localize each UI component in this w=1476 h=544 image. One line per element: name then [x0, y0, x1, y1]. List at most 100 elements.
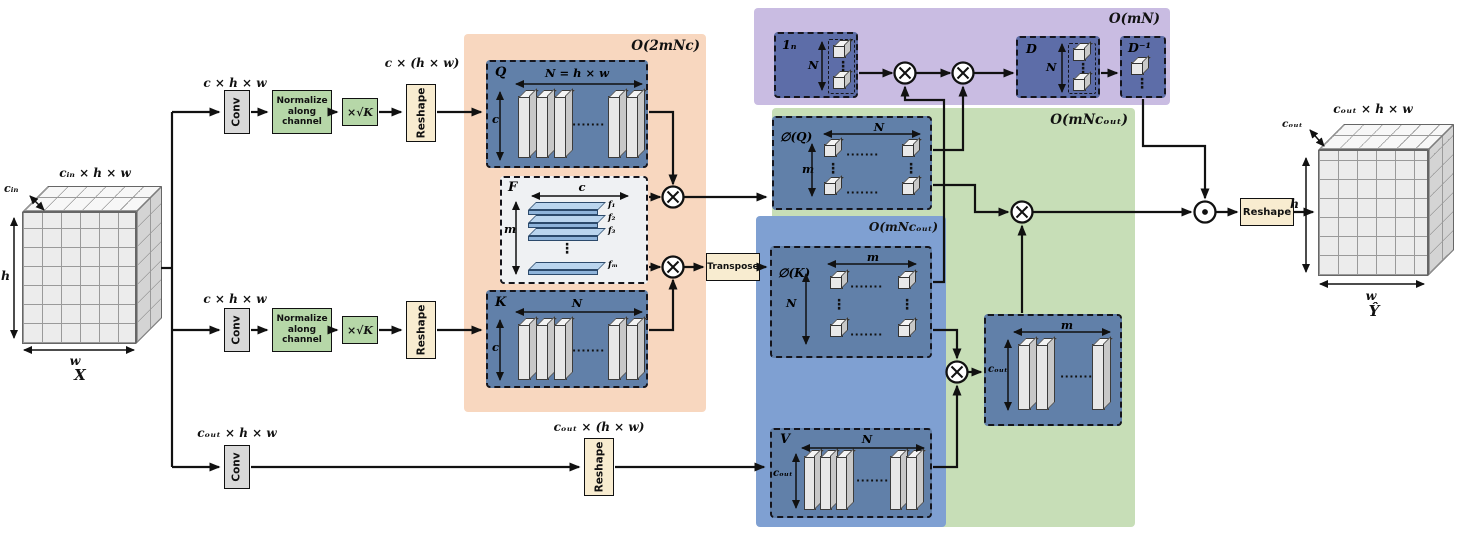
matrix-column-slab — [1018, 344, 1031, 410]
function-row-slab — [528, 215, 606, 228]
scale-box-mid: ×√K — [342, 316, 378, 344]
function-row-slab — [528, 228, 606, 241]
normalize-label: Normalize along channel — [276, 95, 328, 128]
mini-cube — [1073, 48, 1086, 61]
f3-row-label: f₃ — [608, 226, 616, 236]
fm-row-label: fₘ — [608, 260, 618, 270]
conv-box-bottom: Conv — [224, 445, 250, 489]
scale-label: ×√K — [346, 105, 373, 119]
kv-width-dim-label: m — [1060, 318, 1074, 332]
slab-front-face — [528, 270, 598, 275]
matrix-column-slab — [1092, 344, 1105, 410]
reshape-label: Reshape — [415, 87, 427, 139]
v-matrix-block: V N cₒᵤₜ ······· — [770, 428, 932, 518]
phi-k-height-dim-label: N — [786, 296, 797, 310]
matrix-column-slab — [554, 96, 567, 158]
input-width-label: w — [69, 353, 81, 368]
function-row-slab — [528, 262, 606, 275]
f-width-dim-label: c — [578, 180, 586, 194]
k-matrix-block: K N c ······· — [486, 290, 648, 388]
blue-complexity-label: O(mNcₒᵤₜ) — [868, 220, 938, 234]
kv-height-dim-label: cₒᵤₜ — [988, 364, 1008, 375]
q-label: Q — [495, 65, 507, 80]
matrix-column-slab — [890, 456, 902, 510]
output-tensor-cube — [1318, 124, 1456, 278]
ellipsis-dots: ······· — [856, 474, 889, 487]
green-complexity-label: O(mNcₒᵤₜ) — [1050, 112, 1128, 128]
v-height-dim-label: cₒᵤₜ — [773, 468, 793, 479]
conv-label: Conv — [231, 452, 243, 482]
slab-top-face — [528, 262, 606, 270]
cube-side-face — [136, 186, 162, 344]
output-depth-label: cₒᵤₜ — [1282, 118, 1303, 130]
ellipsis-dots: ······· — [850, 280, 883, 293]
vertical-ellipsis: ⋮ — [904, 161, 918, 177]
matrix-column-slab — [518, 96, 531, 158]
mini-cube — [830, 324, 843, 337]
purple-complexity-label: O(mN) — [1108, 11, 1160, 27]
slab-top-face — [528, 202, 606, 210]
d-matrix-block: D N ⋮ — [1016, 36, 1100, 98]
matrix-column-slab — [626, 324, 639, 380]
k-width-dim-label: N — [571, 296, 583, 310]
vertical-ellipsis: ⋮ — [832, 297, 846, 313]
vertical-ellipsis: ⋮ — [560, 241, 574, 257]
ellipsis-dots: ······· — [850, 328, 883, 341]
normalize-label: Normalize along channel — [276, 313, 328, 346]
branch-mid-dims-label: c × h × w — [203, 292, 267, 306]
output-dims-label: cₒᵤₜ × h × w — [1333, 102, 1413, 116]
input-depth-label: cᵢₙ — [4, 182, 19, 195]
phi-q-label: ∅(Q) — [780, 130, 813, 144]
d-label: D — [1026, 41, 1037, 56]
input-height-label: h — [1, 268, 11, 283]
v-width-dim-label: N — [861, 432, 873, 446]
matrix-column-slab — [804, 456, 816, 510]
orange-complexity-label: O(2mNc) — [631, 38, 700, 54]
ellipsis-dots: ······· — [1060, 370, 1093, 383]
phi-k-label: ∅(K) — [778, 266, 811, 280]
matrix-column-slab — [608, 324, 621, 380]
q-matrix-block: Q N = h × w c ······· — [486, 60, 648, 168]
mini-cube — [833, 76, 846, 89]
ones-height-dim-label: N — [808, 58, 819, 72]
hadamard-operator-icon — [1193, 200, 1217, 224]
scale-label: ×√K — [346, 323, 373, 337]
reshape-label: Reshape — [1242, 206, 1292, 218]
output-tensor-name: Ŷ — [1368, 302, 1380, 320]
input-dims-label: cᵢₙ × h × w — [59, 166, 131, 180]
reshape-box-output: Reshape — [1240, 198, 1294, 226]
mini-cube — [898, 276, 911, 289]
reshape-label: Reshape — [415, 304, 427, 356]
d-inverse-block: D⁻¹ ⋮ — [1120, 36, 1166, 98]
mini-cube — [824, 182, 837, 195]
ones-vector-block: 1ₙ N ⋮ — [774, 32, 858, 98]
matrix-column-slab — [836, 456, 848, 510]
reshape-box-bottom: Reshape — [584, 438, 614, 496]
ellipsis-dots: ······· — [572, 344, 605, 357]
phi-k-width-dim-label: m — [866, 250, 880, 264]
function-row-slab — [528, 202, 606, 215]
d-inverse-label: D⁻¹ — [1128, 40, 1151, 55]
f-label: F — [508, 180, 518, 195]
branch-bottom-dims-label: cₒᵤₜ × h × w — [197, 426, 277, 440]
input-tensor-cube — [22, 186, 164, 346]
f-function-block: F c m f₁ f₂ f₃ ⋮ fₘ — [500, 176, 648, 284]
reshape-box-top: Reshape — [406, 84, 436, 142]
k-label: K — [495, 295, 507, 310]
branch-top-out-dims-label: c × (h × w) — [384, 56, 460, 70]
f-height-dim-label: m — [504, 222, 517, 236]
mini-cube — [898, 324, 911, 337]
matrix-column-slab — [554, 324, 567, 380]
slab-front-face — [528, 210, 598, 215]
cube-front-face — [22, 212, 136, 344]
f1-row-label: f₁ — [608, 200, 616, 210]
reshape-label: Reshape — [593, 441, 605, 493]
conv-label: Conv — [231, 97, 243, 127]
ellipsis-dots: ······· — [846, 186, 879, 199]
scale-box-top: ×√K — [342, 98, 378, 126]
phi-k-block: ∅(K) m N ······· ······· ⋮ ⋮ — [770, 246, 932, 358]
slab-front-face — [528, 223, 598, 228]
slab-front-face — [528, 236, 598, 241]
mini-cube — [1073, 78, 1086, 91]
